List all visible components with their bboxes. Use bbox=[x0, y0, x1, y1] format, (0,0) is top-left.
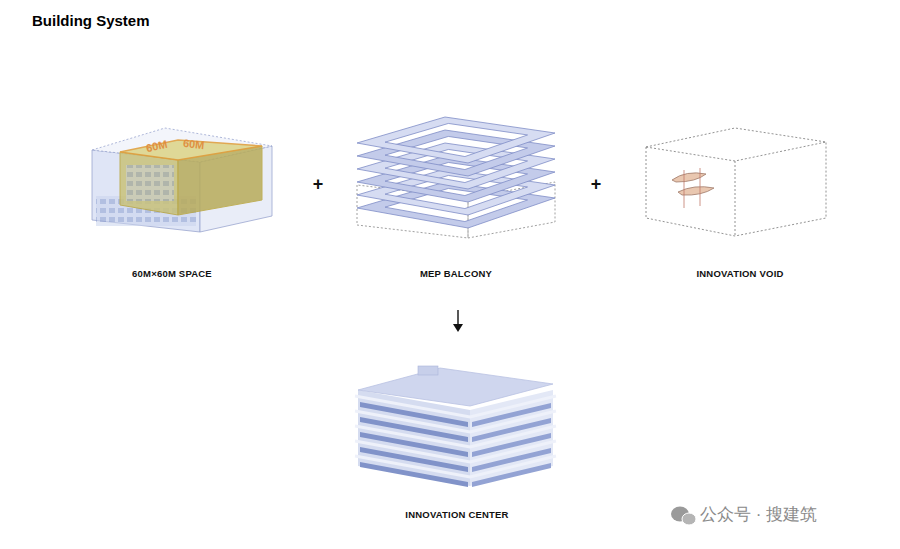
space-block bbox=[92, 128, 272, 232]
innovation-void-box bbox=[646, 128, 826, 236]
wechat-icon bbox=[671, 507, 696, 526]
balcony-ring bbox=[357, 117, 555, 163]
plus-sign: + bbox=[313, 174, 324, 195]
floor-slab bbox=[355, 441, 556, 462]
diagram-title: Building System bbox=[32, 12, 150, 29]
floor-slab bbox=[355, 456, 556, 477]
mep-balcony-rings bbox=[357, 117, 555, 238]
innovation-center-building bbox=[355, 366, 556, 487]
result-caption: INNOVATION CENTER bbox=[405, 509, 508, 520]
component-caption: 60M×60M SPACE bbox=[132, 268, 212, 279]
component-caption: MEP BALCONY bbox=[420, 268, 492, 279]
floor-slab bbox=[355, 411, 556, 432]
floor-slab bbox=[355, 396, 556, 417]
void-figure bbox=[672, 168, 714, 208]
down-arrow bbox=[453, 310, 463, 332]
dimension-label: 60M bbox=[182, 137, 205, 151]
component-caption: INNOVATION VOID bbox=[696, 268, 783, 279]
watermark: 公众号 · 搜建筑 bbox=[700, 503, 817, 526]
plus-sign: + bbox=[591, 174, 602, 195]
floor-slab bbox=[355, 426, 556, 447]
